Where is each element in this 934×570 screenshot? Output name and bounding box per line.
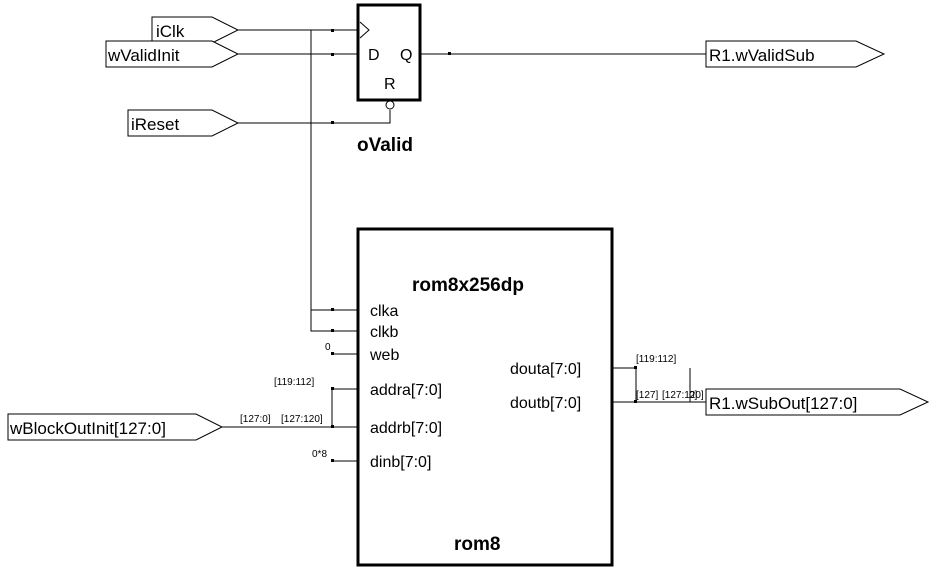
addra-slice-label: [119:112] xyxy=(274,377,314,388)
wires xyxy=(222,29,706,462)
junction-dot xyxy=(331,459,334,462)
douta-wire xyxy=(612,367,637,402)
junction-dot xyxy=(331,29,334,32)
rom-pin-web: web xyxy=(369,347,399,364)
input-port-clk[interactable]: iClk xyxy=(151,16,240,44)
input-port-reset-label: iReset xyxy=(131,115,179,134)
input-port-block-out-init-label: wBlockOutInit[127:0] xyxy=(9,419,166,438)
douta-slice-label: [119:112] xyxy=(636,354,676,365)
input-port-block-out-init[interactable]: wBlockOutInit[127:0] xyxy=(7,413,224,441)
reset-bubble-icon xyxy=(385,100,395,110)
input-port-clk-label: iClk xyxy=(156,22,185,41)
junction-dot xyxy=(331,352,334,355)
output-port-valid-sub[interactable]: R1.wValidSub xyxy=(705,40,886,68)
rom-pin-douta: douta[7:0] xyxy=(510,361,581,378)
bus-in-full-label: [127:0] xyxy=(240,414,271,425)
junction-dot xyxy=(448,52,451,55)
web-const-label: 0 xyxy=(325,342,331,353)
rom-block[interactable]: rom8x256dp rom8 clka clkb web addra[7:0]… xyxy=(356,227,614,567)
clk-trunk-wire xyxy=(310,30,358,332)
rom-pin-dinb: dinb[7:0] xyxy=(370,454,431,471)
output-port-valid-sub-label: R1.wValidSub xyxy=(709,46,815,65)
junction-dot xyxy=(331,308,334,311)
rom-pin-addrb: addrb[7:0] xyxy=(370,420,442,437)
junction-dot xyxy=(331,329,334,332)
rom-type-title: rom8x256dp xyxy=(412,275,524,296)
flipflop-r-pin: R xyxy=(384,76,396,93)
input-port-reset[interactable]: iReset xyxy=(127,109,240,137)
junction-dot xyxy=(331,121,334,124)
junction-dot xyxy=(331,425,334,428)
rom-pin-clka: clka xyxy=(370,303,399,320)
rom-pin-addra: addra[7:0] xyxy=(370,382,442,399)
clock-edge-icon xyxy=(359,21,370,39)
doutb-full-label: [127:120] xyxy=(662,390,704,401)
flipflop-d-pin: D xyxy=(368,47,380,64)
dinb-const-label: 0*8 xyxy=(312,449,327,460)
junction-dot xyxy=(331,387,334,390)
flipflop-instance-name: oValid xyxy=(357,135,413,156)
doutb-zero-label: 0] xyxy=(689,390,698,401)
rom-pin-clkb: clkb xyxy=(370,324,399,341)
addrb-slice-label: [127:120] xyxy=(281,414,323,425)
rom-pin-doutb: doutb[7:0] xyxy=(510,395,581,412)
junction-dots xyxy=(331,29,637,462)
flipflop-q-pin: Q xyxy=(400,47,412,64)
doutb-bits-label: [127] xyxy=(636,390,658,401)
junction-dot xyxy=(634,366,637,369)
reset-wire xyxy=(238,110,391,124)
input-port-valid-init[interactable]: wValidInit xyxy=(105,40,240,68)
junction-dot xyxy=(331,53,334,56)
output-port-sub-out[interactable]: R1.wSubOut[127:0] xyxy=(705,388,930,416)
output-port-sub-out-label: R1.wSubOut[127:0] xyxy=(709,394,857,413)
flipflop-block[interactable]: D Q R xyxy=(356,3,422,110)
rom-instance-name: rom8 xyxy=(454,534,500,555)
bus-labels: 0 [119:112] [127:0] [127:120] 0*8 [119:1… xyxy=(240,342,704,460)
junction-dot xyxy=(634,400,637,403)
input-port-valid-init-label: wValidInit xyxy=(107,46,180,65)
